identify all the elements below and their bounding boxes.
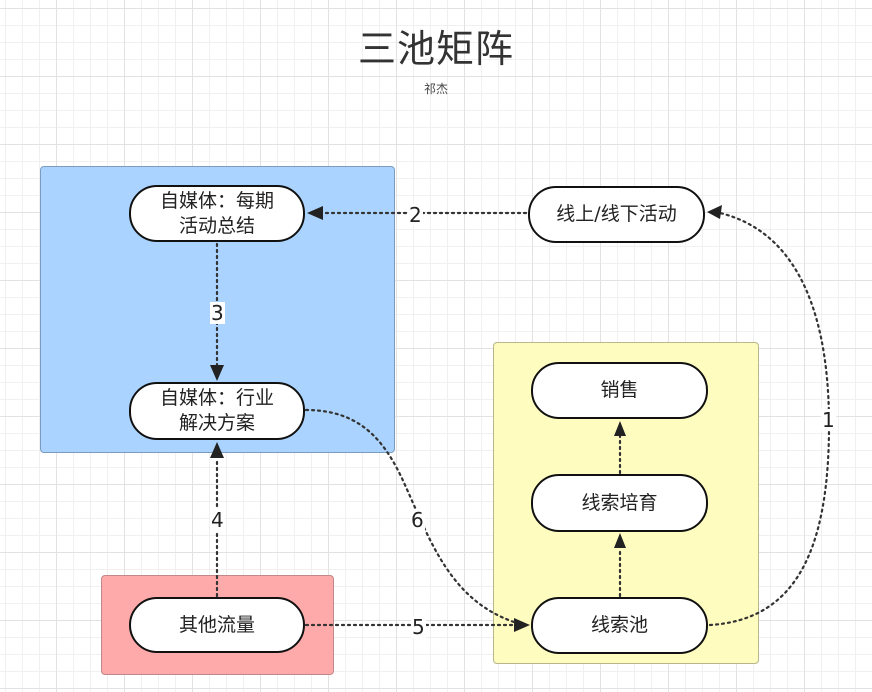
node-sales[interactable]: 销售 — [531, 362, 708, 419]
node-label: 线索培育 — [581, 491, 658, 514]
edge-label-2: 2 — [408, 203, 423, 227]
edge-label-1: 1 — [821, 408, 836, 432]
node-label-line2: 解决方案 — [178, 412, 255, 434]
node-label-line1: 自媒体：每期 — [159, 189, 274, 212]
node-label: 线索池 — [590, 614, 648, 636]
diagram-title: 三池矩阵 — [357, 27, 514, 71]
node-label: 其他流量 — [178, 613, 255, 636]
edge-label-4: 4 — [210, 508, 225, 532]
node-lead-pool[interactable]: 线索池 — [531, 597, 708, 654]
node-media-activity-summary[interactable]: 自媒体：每期 活动总结 — [129, 185, 305, 242]
edge-1-arrowhead — [707, 205, 722, 219]
node-label-line2: 活动总结 — [178, 214, 255, 237]
node-label-line1: 自媒体：行业 — [159, 387, 274, 409]
diagram-author: 祁杰 — [423, 82, 448, 96]
node-label: 销售 — [600, 379, 639, 401]
node-other-traffic[interactable]: 其他流量 — [129, 597, 305, 653]
node-media-industry-solution[interactable]: 自媒体：行业 解决方案 — [129, 382, 305, 440]
edge-label-3: 3 — [210, 301, 225, 325]
node-label: 线上/线下活动 — [556, 203, 677, 225]
edge-label-6: 6 — [410, 508, 425, 532]
node-online-offline-activity[interactable]: 线上/线下活动 — [528, 186, 705, 243]
node-lead-nurture[interactable]: 线索培育 — [531, 474, 708, 532]
edge-label-5: 5 — [411, 615, 426, 639]
